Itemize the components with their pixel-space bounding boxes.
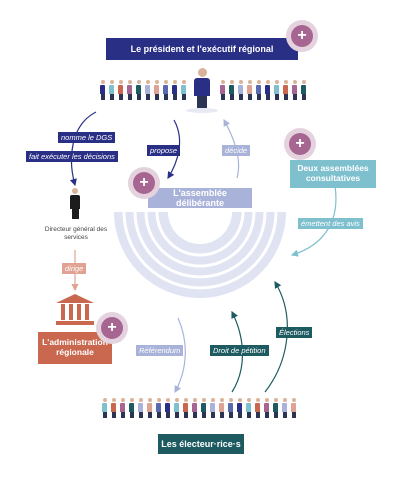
- person-icon: [126, 80, 133, 100]
- administration-plus-icon[interactable]: +: [96, 312, 128, 344]
- tag-decide: décide: [222, 145, 251, 156]
- executive-crowd: [98, 80, 188, 100]
- president-box: Le président et l'exécutif régional: [106, 38, 298, 60]
- tag-fait-executer: fait exécuter les décisions: [26, 151, 118, 162]
- person-icon: [119, 398, 126, 418]
- administration-label: L'administration régionale: [42, 337, 108, 357]
- consultative-plus-icon[interactable]: +: [284, 128, 316, 160]
- tag-nomme: nomme le DGS: [58, 132, 116, 143]
- person-icon: [146, 398, 153, 418]
- dgs-figure-icon: [68, 188, 82, 224]
- voters-box: Les électeur·rice·s: [158, 434, 244, 454]
- person-icon: [218, 398, 225, 418]
- tag-propose: propose: [147, 145, 181, 156]
- person-icon: [164, 398, 171, 418]
- person-icon: [227, 398, 234, 418]
- tag-petition: Droit de pétition: [210, 345, 269, 356]
- person-icon: [200, 398, 207, 418]
- person-icon: [273, 80, 280, 100]
- assembly-box: L'assemblée délibérante: [148, 188, 252, 208]
- executive-crowd-right: [218, 80, 308, 100]
- person-icon: [237, 80, 244, 100]
- person-icon: [182, 398, 189, 418]
- hemicycle: [114, 211, 286, 298]
- person-icon: [135, 80, 142, 100]
- person-icon: [171, 80, 178, 100]
- person-icon: [219, 80, 226, 100]
- person-icon: [137, 398, 144, 418]
- person-icon: [281, 398, 288, 418]
- assembly-plus-icon[interactable]: +: [128, 167, 160, 199]
- person-icon: [290, 398, 297, 418]
- person-icon: [264, 80, 271, 100]
- president-label: Le président et l'exécutif régional: [130, 43, 274, 54]
- person-icon: [117, 80, 124, 100]
- person-icon: [128, 398, 135, 418]
- president-plus-icon[interactable]: +: [286, 20, 318, 52]
- person-icon: [155, 398, 162, 418]
- person-icon: [263, 398, 270, 418]
- person-icon: [291, 80, 298, 100]
- tag-elections: Élections: [276, 327, 313, 338]
- tag-dirige: dirige: [62, 263, 87, 274]
- arrow-avis: [290, 185, 337, 257]
- person-icon: [245, 398, 252, 418]
- president-figure-icon: [192, 68, 212, 112]
- person-icon: [173, 398, 180, 418]
- person-icon: [209, 398, 216, 418]
- person-icon: [180, 80, 187, 100]
- person-icon: [144, 80, 151, 100]
- person-icon: [246, 80, 253, 100]
- person-icon: [300, 80, 307, 100]
- person-icon: [110, 398, 117, 418]
- person-icon: [272, 398, 279, 418]
- person-icon: [282, 80, 289, 100]
- consultative-label: Deux assemblées consultatives: [297, 163, 369, 183]
- arrow-nomme: [69, 111, 97, 187]
- person-icon: [108, 80, 115, 100]
- person-icon: [228, 80, 235, 100]
- person-icon: [153, 80, 160, 100]
- voters-label: Les électeur·rice·s: [161, 438, 241, 449]
- person-icon: [99, 80, 106, 100]
- person-icon: [101, 398, 108, 418]
- consultative-box: Deux assemblées consultatives: [290, 160, 376, 188]
- person-icon: [162, 80, 169, 100]
- building-icon: [56, 294, 94, 326]
- voters-crowd: [100, 398, 298, 418]
- tag-emettent: émettent des avis: [298, 218, 363, 229]
- person-icon: [254, 398, 261, 418]
- person-icon: [191, 398, 198, 418]
- person-icon: [236, 398, 243, 418]
- dgs-label: Directeur général des services: [44, 226, 108, 241]
- assembly-label: L'assemblée délibérante: [173, 187, 227, 208]
- president-halo: [186, 108, 218, 113]
- person-icon: [255, 80, 262, 100]
- arrow-referendum: [174, 317, 186, 394]
- tag-referendum: Référendum: [136, 345, 184, 356]
